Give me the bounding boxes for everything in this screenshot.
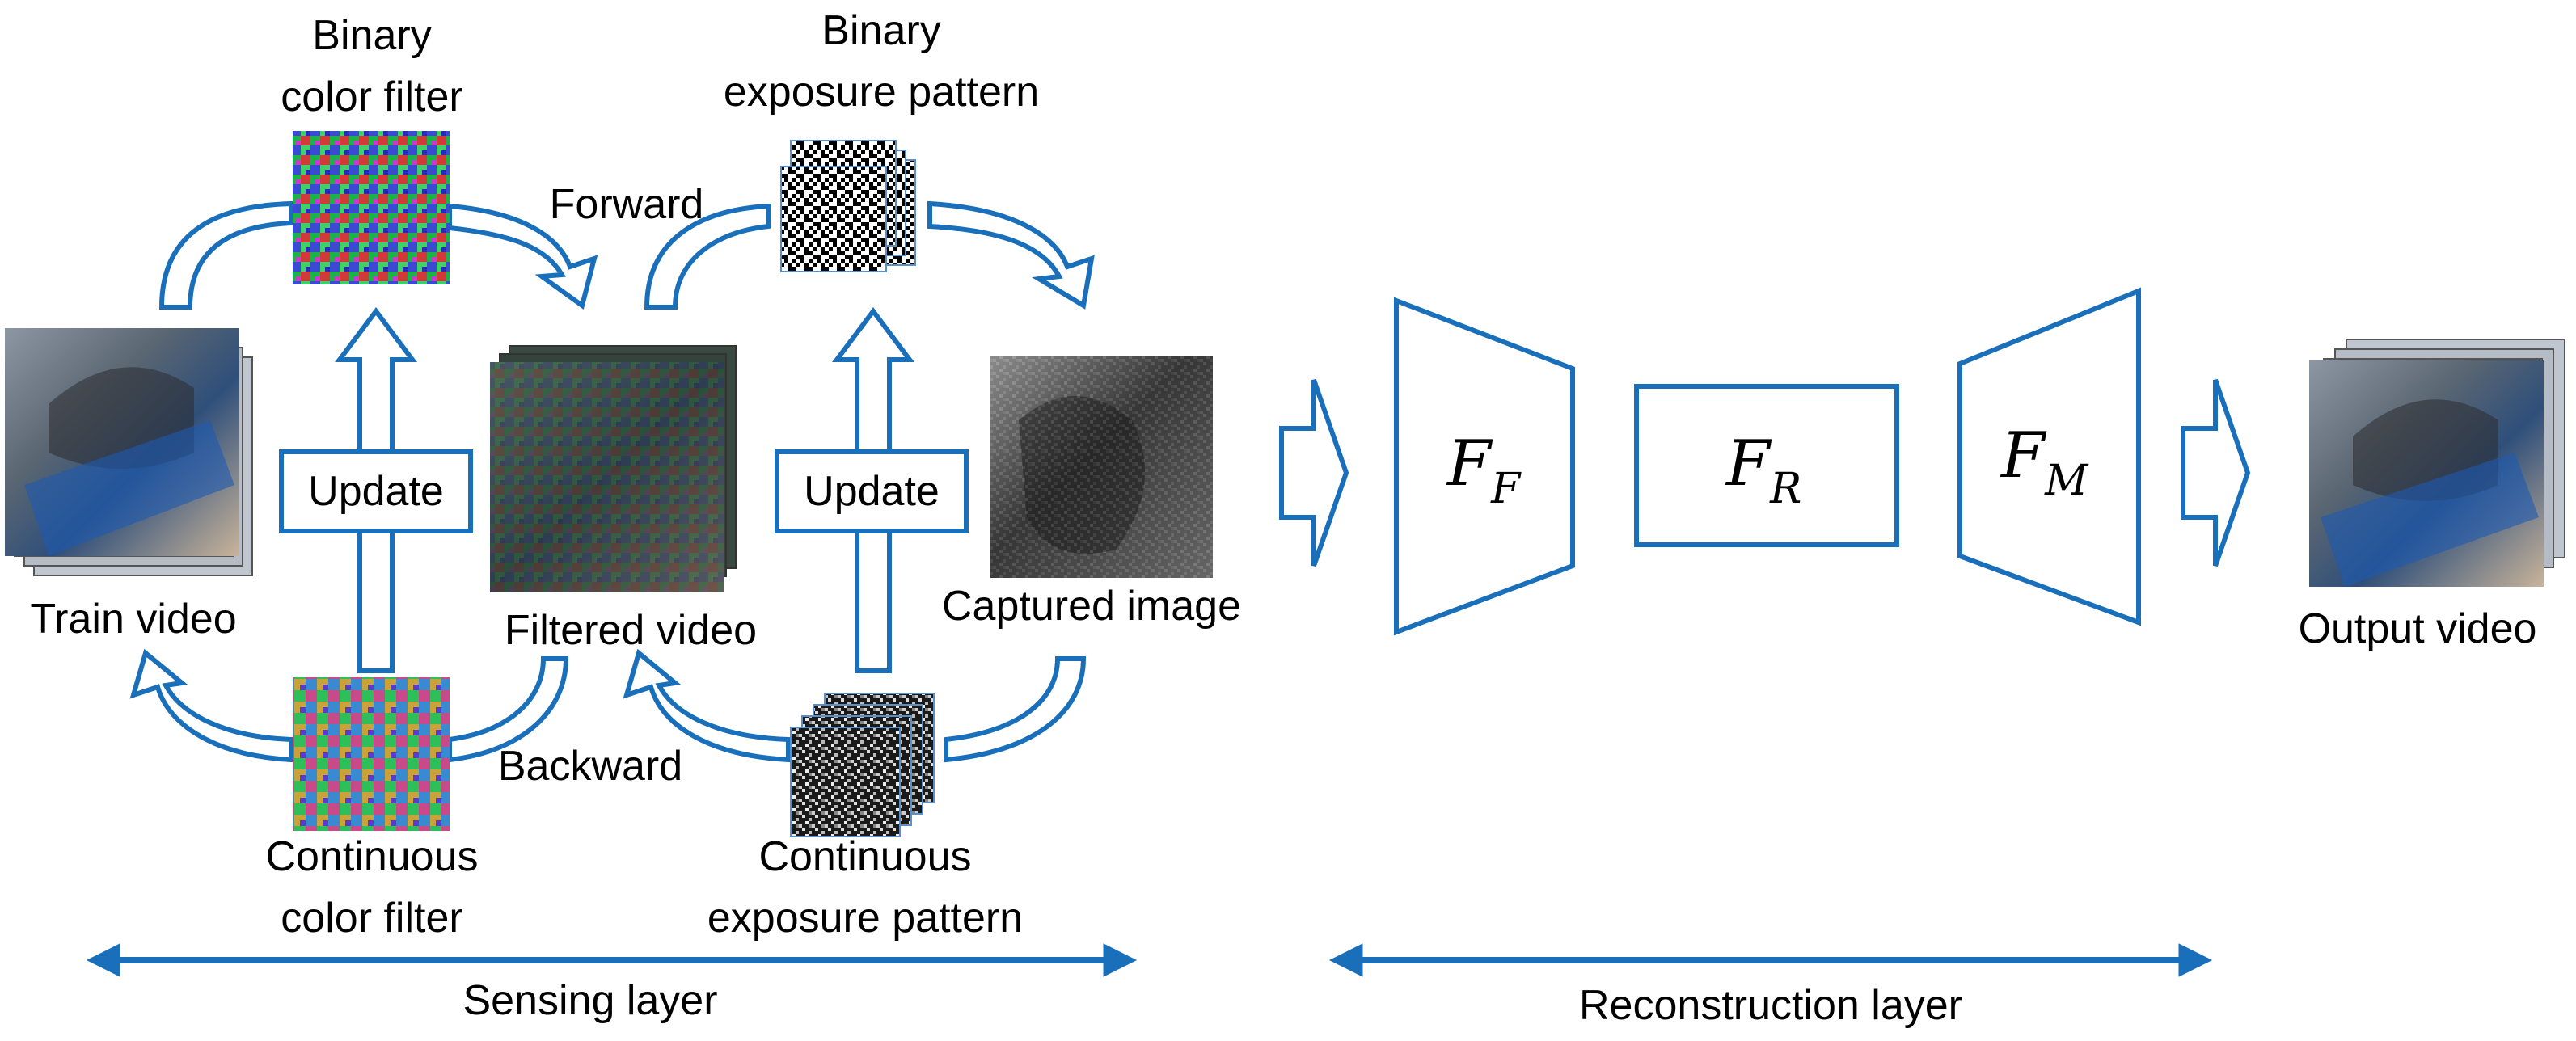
fm-decoder-block	[1957, 287, 2141, 626]
fr-label-main: F	[1725, 428, 1772, 500]
captured-image-label-text: Captured image	[942, 583, 1241, 630]
ff-encoder-block	[1394, 297, 1575, 636]
continuous-color-filter-label-line2: color filter	[281, 895, 463, 942]
captured-image	[990, 356, 1213, 578]
update-box-left: Update	[279, 449, 473, 533]
sensing-layer-label-text: Sensing layer	[462, 977, 718, 1024]
fm-label-sub: M	[2044, 457, 2089, 505]
curve-arrow-upper-to-filtered	[447, 203, 598, 310]
backward-label: Backward	[485, 735, 695, 797]
binary-color-filter-label-line2: color filter	[281, 74, 463, 120]
block-arrow-to-network	[1279, 379, 1349, 567]
binary-color-filter-label-line1: Binary	[312, 12, 432, 59]
reconstruction-layer-label-text: Reconstruction layer	[1579, 982, 1962, 1029]
block-arrow-to-output	[2181, 379, 2251, 567]
curve-arrow-upper-left	[158, 200, 293, 310]
ff-label: FF	[1446, 428, 1522, 513]
continuous-color-filter-label: Continuous color filter	[226, 826, 517, 949]
update-left-text: Update	[308, 468, 444, 515]
fr-label: FR	[1725, 428, 1801, 513]
output-video-label: Output video	[2264, 598, 2571, 660]
train-video-label-text: Train video	[30, 596, 237, 643]
binary-exposure-pattern-label-line2: exposure pattern	[723, 69, 1040, 116]
continuous-color-filter-label-line1: Continuous	[265, 833, 479, 880]
forward-curve-arrows	[129, 200, 1095, 763]
filtered-video-image	[490, 345, 737, 592]
reconstruction-layer-arrow	[1328, 943, 2213, 977]
fm-label-main: F	[2000, 419, 2047, 492]
curve-arrow-filtered-to-exposure	[644, 203, 771, 310]
binary-exposure-pattern-label: Binary exposure pattern	[695, 0, 1067, 123]
forward-label: Forward	[522, 174, 732, 235]
ff-label-sub: F	[1490, 465, 1522, 513]
curve-arrow-backward-to-train	[129, 648, 293, 763]
continuous-exposure-pattern-image	[790, 693, 935, 837]
filtered-video-label-text: Filtered video	[504, 607, 758, 654]
sensing-layer-label: Sensing layer	[420, 970, 760, 1031]
fm-label: FM	[2000, 419, 2089, 505]
sensing-layer-arrow	[86, 943, 1138, 977]
train-video-label: Train video	[0, 588, 267, 650]
continuous-exposure-pattern-label: Continuous exposure pattern	[663, 826, 1067, 949]
fr-label-sub: R	[1769, 465, 1801, 513]
train-video-image	[5, 328, 253, 576]
binary-color-filter-image	[293, 131, 450, 284]
output-video-image	[2309, 339, 2565, 587]
reconstruction-layer-label: Reconstruction layer	[1520, 975, 2021, 1036]
binary-exposure-pattern-label-line1: Binary	[821, 7, 941, 54]
binary-color-filter-label: Binary color filter	[243, 5, 501, 128]
update-right-text: Update	[804, 468, 940, 515]
backward-label-text: Backward	[497, 743, 683, 790]
fr-block	[1634, 384, 1899, 547]
forward-label-text: Forward	[549, 181, 704, 228]
continuous-color-filter-image	[293, 677, 450, 831]
update-box-right: Update	[775, 449, 969, 533]
continuous-exposure-pattern-label-line1: Continuous	[758, 833, 972, 880]
curve-arrow-captured-to-exposure	[944, 656, 1087, 763]
filtered-video-label: Filtered video	[461, 600, 800, 661]
curve-arrow-exposure-to-filtered	[623, 648, 791, 763]
output-video-label-text: Output video	[2298, 605, 2537, 652]
ff-label-main: F	[1446, 428, 1493, 500]
binary-exposure-pattern-image	[780, 140, 916, 272]
continuous-exposure-pattern-label-line2: exposure pattern	[707, 895, 1024, 942]
curve-arrow-exposure-to-captured	[927, 200, 1095, 310]
captured-image-label: Captured image	[897, 575, 1286, 637]
